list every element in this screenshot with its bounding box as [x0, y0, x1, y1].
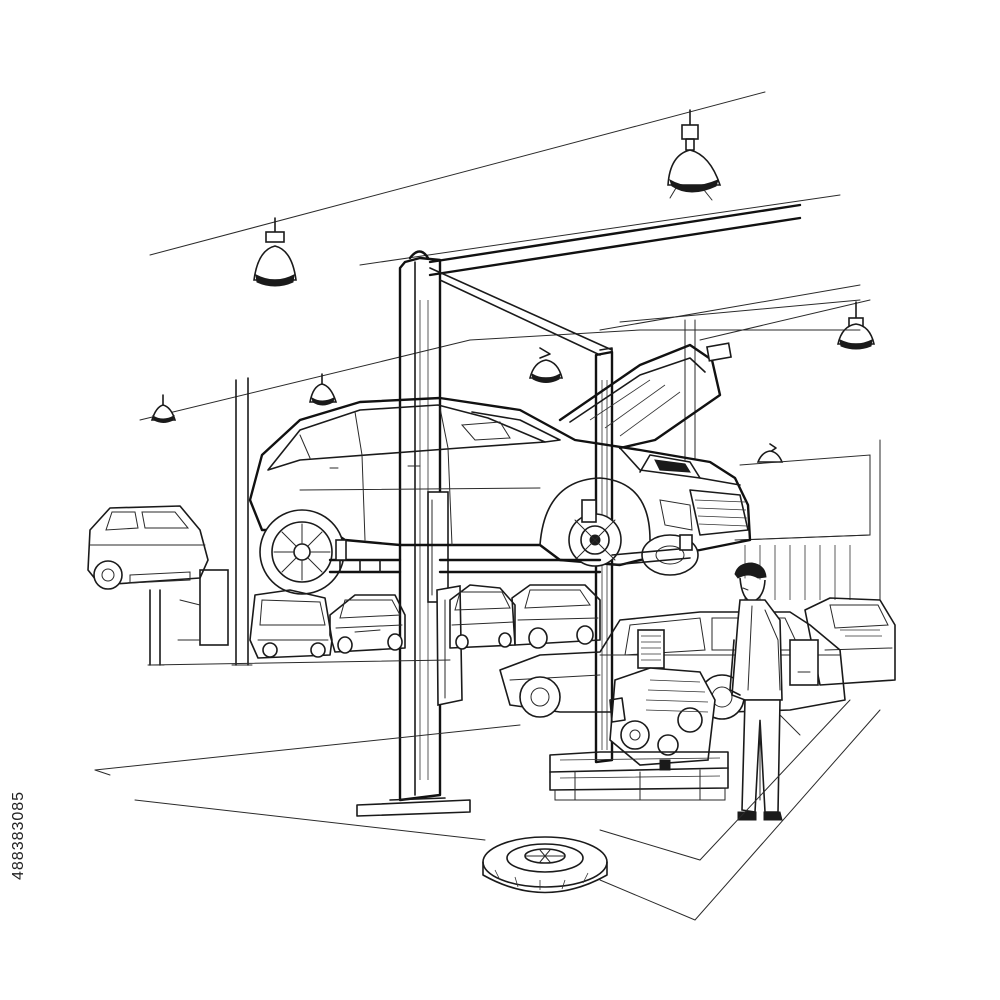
parked-car-2: [329, 594, 406, 654]
engine-block: [609, 629, 716, 771]
main-lift-top-beam: [428, 203, 802, 441]
ceiling-lamp-mid-left: [309, 373, 338, 406]
ceiling-lamp-left: [253, 217, 297, 287]
back-wall: [469, 299, 881, 601]
background-car-left: [87, 505, 209, 590]
main-lift-post-left: [356, 250, 471, 817]
background-lift-left: [147, 377, 253, 666]
parked-car-3: [449, 584, 516, 650]
ceiling-lamp-large: [667, 109, 722, 201]
ceiling-lamp-far-right: [756, 443, 784, 463]
lift-arms: [328, 534, 693, 574]
parked-car-4: [511, 584, 601, 649]
ceiling-cables: [139, 91, 871, 421]
spare-tire: [482, 836, 608, 894]
parked-car-1: [249, 589, 333, 659]
ceiling-lamp-far-left: [150, 394, 177, 423]
stock-image-id: 488383085: [10, 790, 27, 880]
ceiling-lamp-right: [837, 301, 875, 350]
ceiling-lamp-center: [528, 347, 564, 383]
mechanic: [729, 562, 783, 821]
wooden-pallet: [549, 751, 729, 801]
floor: [94, 659, 881, 921]
parked-car-5: [804, 597, 896, 686]
lifted-suv: [248, 342, 752, 595]
